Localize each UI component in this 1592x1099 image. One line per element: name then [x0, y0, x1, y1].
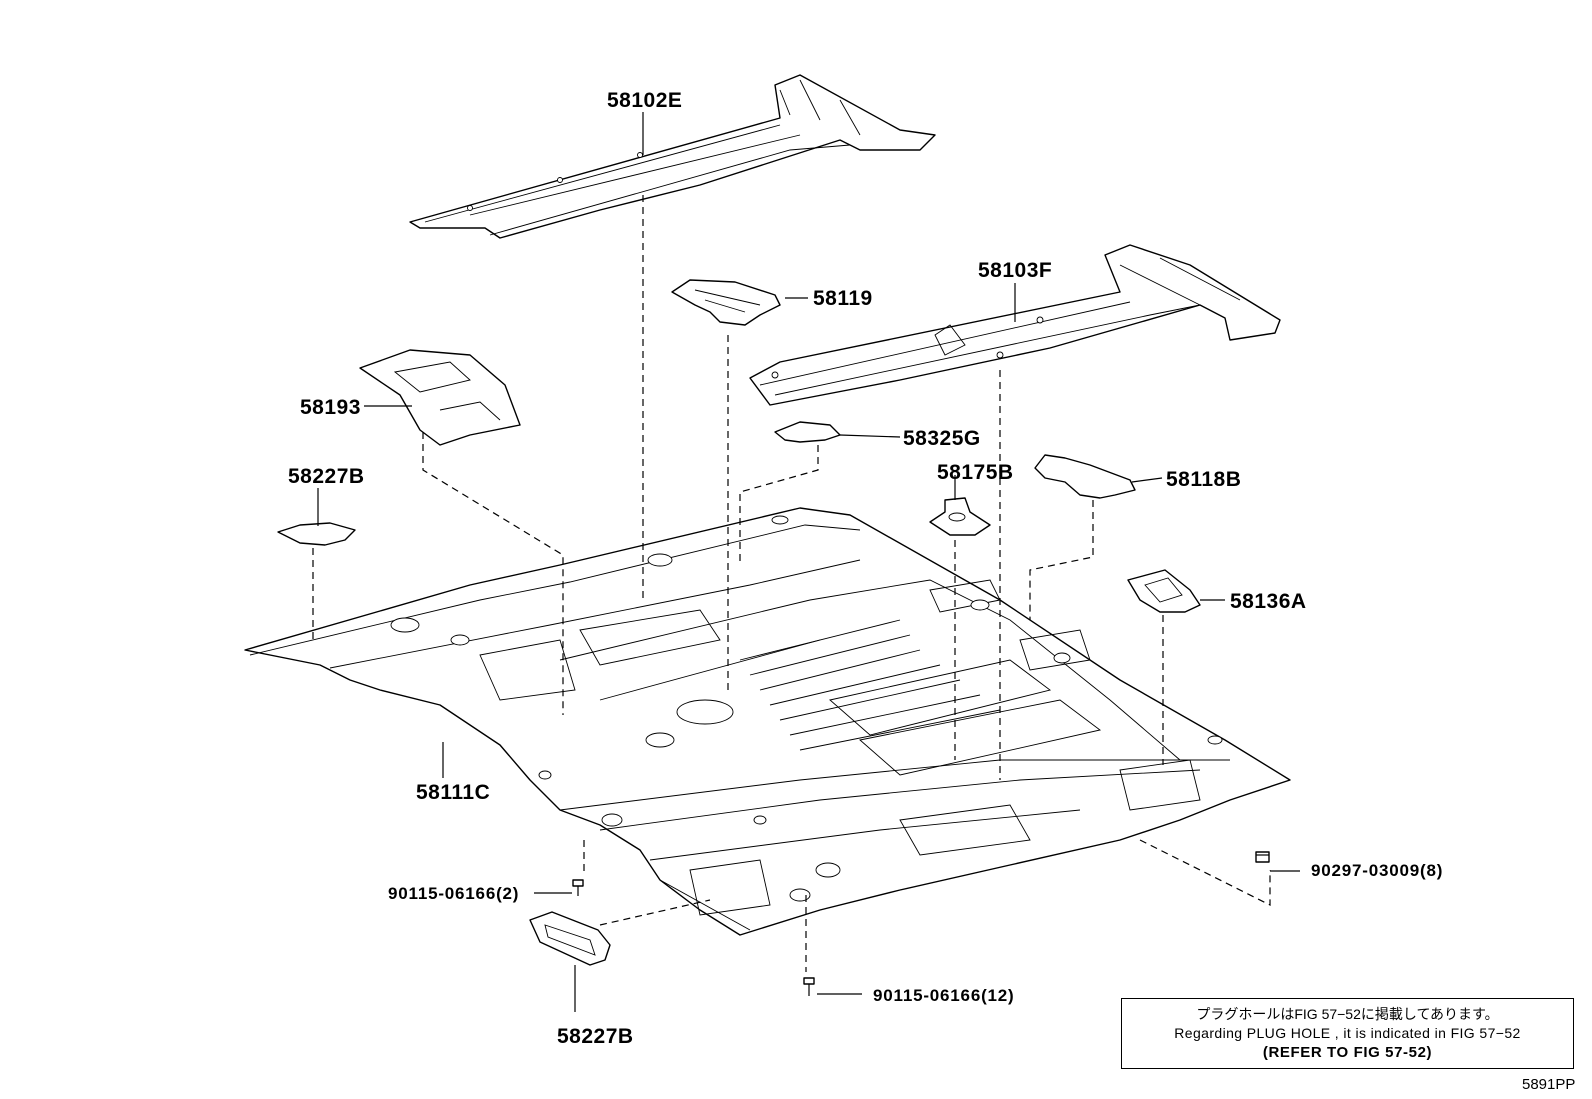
label-58175b: 58175B	[937, 461, 1014, 484]
cross-member-58102e	[409, 74, 936, 239]
note-reference-text: (REFER TO FIG 57-52)	[1262, 1044, 1433, 1061]
label-58103f: 58103F	[978, 259, 1052, 282]
cover-58227b-bottom	[529, 911, 611, 966]
plug-hole-note: プラグホールはFIG 57−52に掲載してあります。 Regarding PLU…	[1121, 998, 1574, 1069]
figure-code: 5891PP	[1522, 1076, 1576, 1093]
label-90115-06166-12: 90115-06166(12)	[873, 986, 1015, 1005]
label-58119: 58119	[813, 287, 873, 310]
bracket-58227b-top	[277, 522, 356, 546]
label-58118b: 58118B	[1166, 468, 1241, 491]
note-japanese-text: プラグホールはFIG 57−52に掲載してあります。	[1196, 1006, 1499, 1022]
label-58325g: 58325G	[903, 427, 981, 450]
leader-lines	[317, 112, 1300, 1012]
label-58102e: 58102E	[607, 89, 682, 112]
label-58193: 58193	[300, 396, 361, 419]
bolt-90115-06166-left	[572, 879, 584, 896]
bracket-58325g	[774, 421, 841, 443]
cross-member-58103f	[749, 244, 1281, 406]
label-90115-06166-2: 90115-06166(2)	[388, 884, 519, 903]
label-90297-03009-8: 90297-03009(8)	[1311, 861, 1443, 880]
panel-58193	[359, 349, 521, 446]
bracket-58119	[671, 279, 781, 326]
bracket-58118b	[1034, 454, 1136, 499]
assembly-lines	[312, 195, 1271, 972]
plug-90297-03009	[1255, 851, 1270, 863]
floor-pan-58111c	[244, 507, 1291, 936]
label-58136a: 58136A	[1230, 590, 1307, 613]
mount-58175b	[929, 497, 991, 536]
label-58227b-bottom: 58227B	[557, 1025, 634, 1048]
label-58111c: 58111C	[416, 781, 490, 804]
cover-58136a	[1127, 569, 1201, 613]
bolt-90115-06166-center	[803, 977, 815, 996]
note-english-text: Regarding PLUG HOLE , it is indicated in…	[1174, 1025, 1521, 1041]
label-58227b-top: 58227B	[288, 465, 365, 488]
